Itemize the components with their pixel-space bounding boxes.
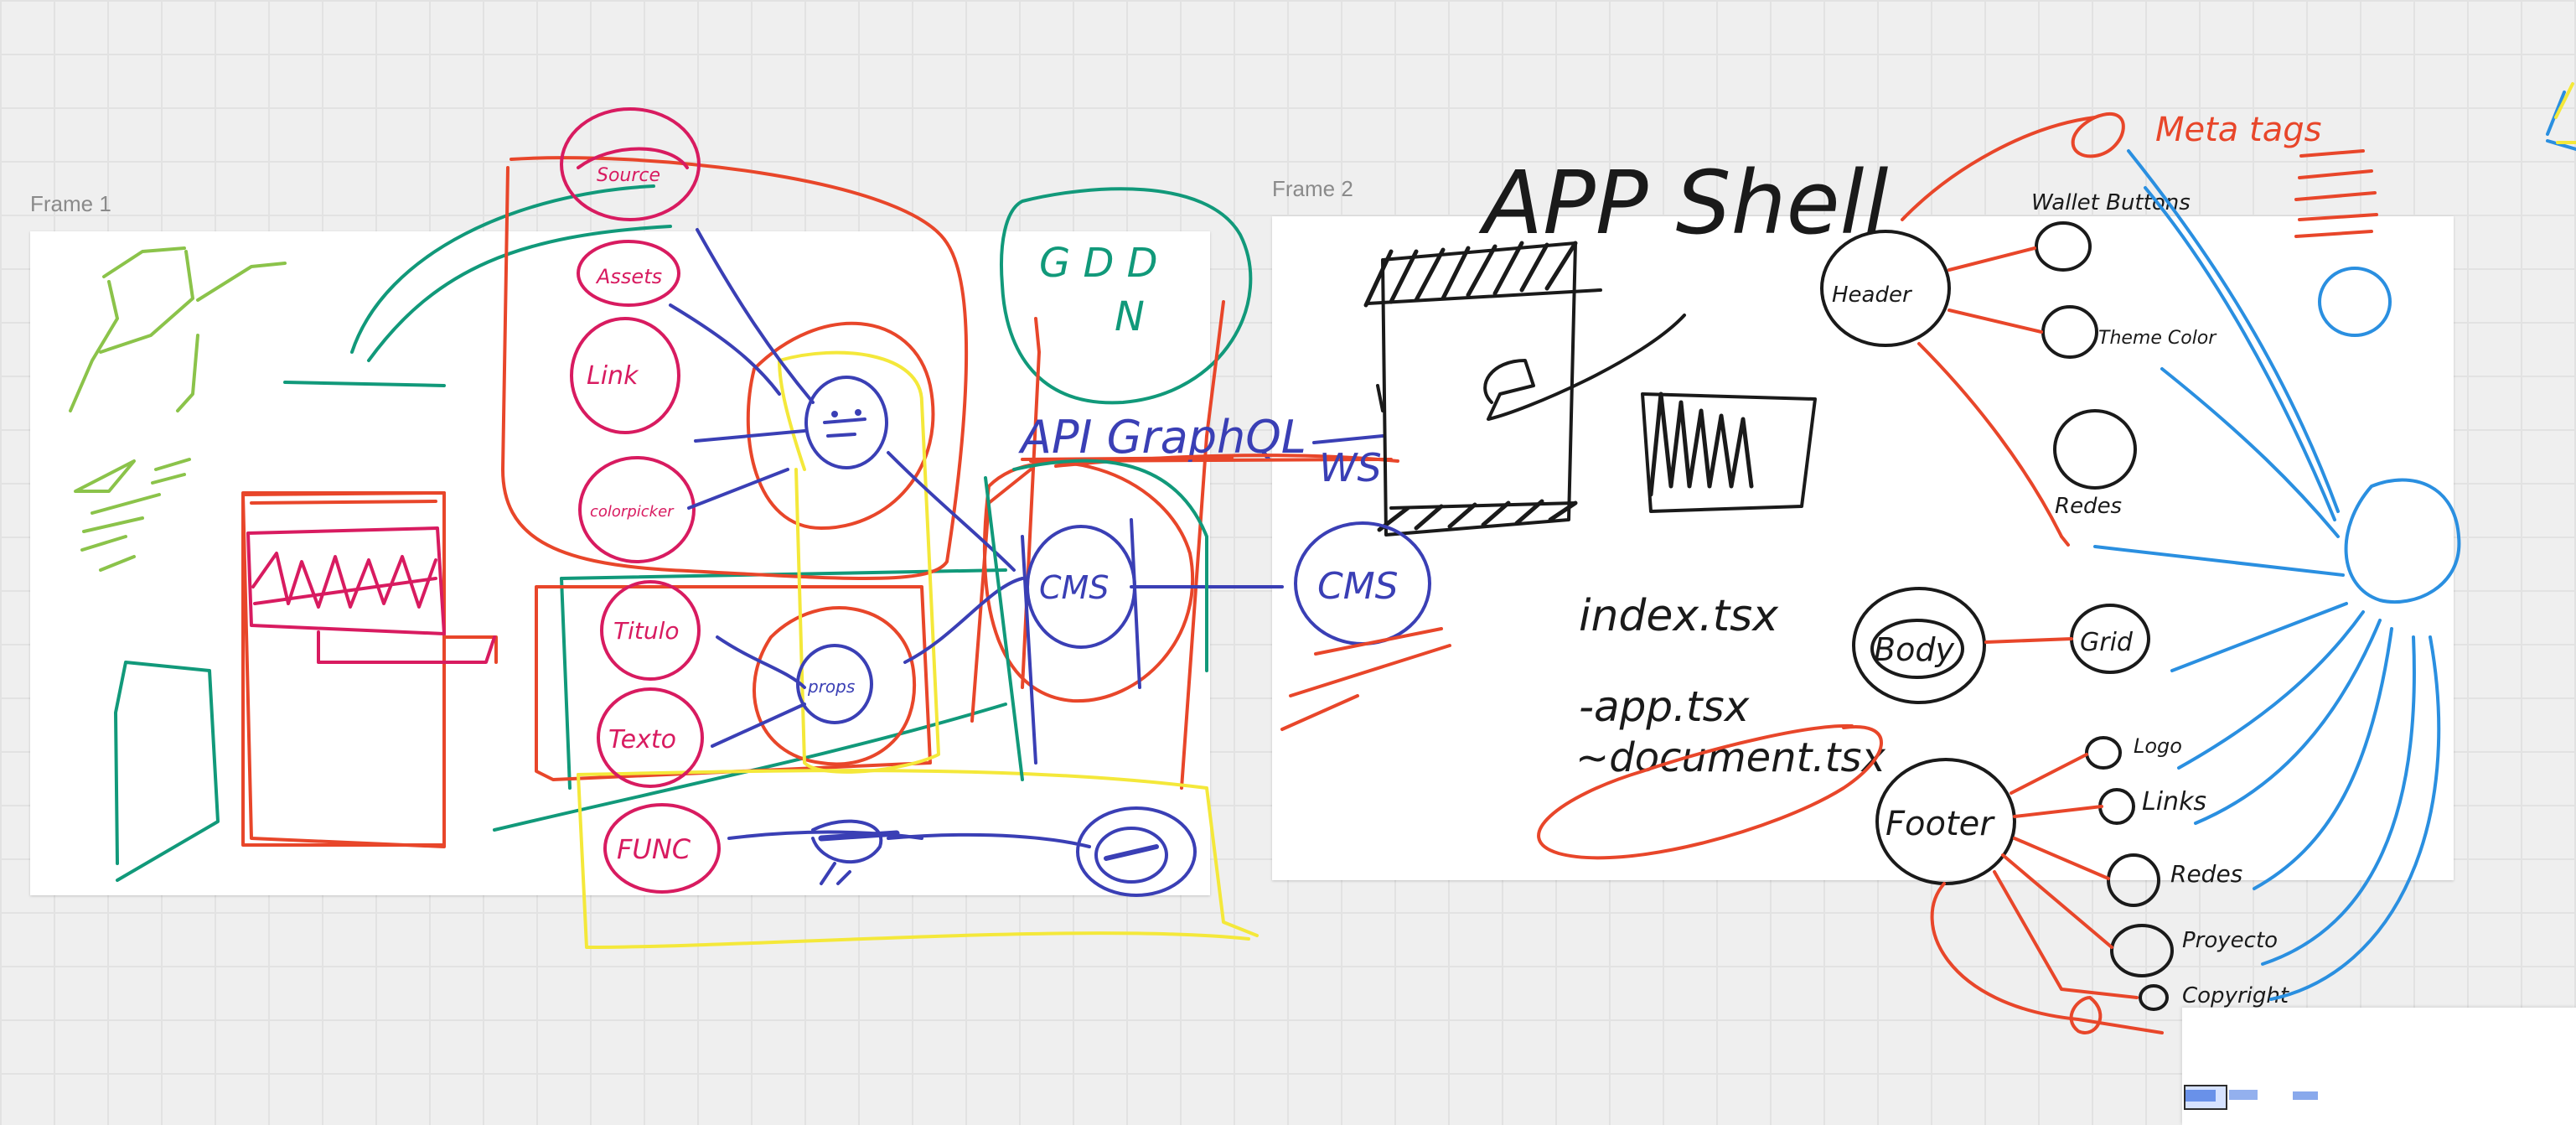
file-document-text: ~document.tsx <box>1575 734 1885 781</box>
grid-node-text: Grid <box>2080 628 2134 657</box>
red-container-strokes <box>241 156 1393 848</box>
lime-flow-sketch <box>69 246 287 572</box>
gdd-n-text: N <box>1115 293 1145 340</box>
node-texto-text: Texto <box>608 725 676 754</box>
body-node: Body <box>1852 587 1986 704</box>
grid-node: Grid <box>2070 604 2150 674</box>
meta-tags-group: Meta tags <box>2155 111 2378 238</box>
footer-redes-text: Redes <box>2170 860 2242 888</box>
footer-proyecto-text: Proyecto <box>2182 928 2278 953</box>
redes-header-text: Redes <box>2055 494 2122 519</box>
gdd-cloud: G D D N <box>1000 187 1253 405</box>
header-children: Wallet Buttons Theme Color Redes <box>2031 190 2217 519</box>
prop-small-node: props <box>796 644 873 724</box>
footer-node-text: Footer <box>1885 805 1995 843</box>
minimap-panel[interactable] <box>2182 1008 2576 1125</box>
footer-children: Logo Links Redes Proyecto Copyright <box>2085 734 2289 1011</box>
footer-node: Footer <box>1875 758 2016 885</box>
yellow-strokes <box>577 350 1259 949</box>
footer-logo-text: Logo <box>2134 734 2182 758</box>
sky-blue-connectors <box>2093 91 2576 1001</box>
footer-links-text: Links <box>2142 787 2206 817</box>
cms-frame2-text: CMS <box>1317 565 1399 608</box>
node-props-text: props <box>807 677 855 697</box>
node-titulo-text: Titulo <box>613 617 680 645</box>
yellow-edge-stroke <box>2554 82 2576 144</box>
footer-copyright-text: Copyright <box>2182 983 2289 1008</box>
header-preview-rect <box>1641 391 1817 513</box>
header-node: Header <box>1820 230 1951 347</box>
blue-connections <box>669 228 1284 848</box>
frame-2-label[interactable]: Frame 2 <box>1272 176 1353 201</box>
file-list: index.tsx -app.tsx ~document.tsx <box>1537 591 1885 860</box>
pink-nodes: Source Assets Link colorpicker Titulo Te… <box>560 107 721 894</box>
node-colorpicker-text: colorpicker <box>590 503 675 521</box>
frame-2[interactable] <box>1272 216 2454 880</box>
scribbled-box <box>241 491 496 847</box>
node-link-text: Link <box>587 361 639 391</box>
gdd-text: G D D <box>1039 240 1158 287</box>
frame-1-label[interactable]: Frame 1 <box>30 191 111 216</box>
body-node-text: Body <box>1874 631 1954 668</box>
meta-tags-text: Meta tags <box>2155 111 2321 149</box>
minimap-thumbnails <box>2185 1090 2318 1102</box>
theme-color-text: Theme Color <box>2098 328 2217 349</box>
file-index-text: index.tsx <box>1579 591 1779 641</box>
api-label-group: API GraphQL WS <box>1018 411 1399 490</box>
app-shell-square <box>1363 241 1686 537</box>
node-func-text: FUNC <box>617 833 691 865</box>
node-assets-text: Assets <box>595 265 662 288</box>
app-shell-title: APP Shell <box>1478 152 1888 254</box>
file-app-text: -app.tsx <box>1579 682 1750 731</box>
cms-node-frame1: CMS <box>1021 518 1141 765</box>
teal-right <box>984 459 1208 781</box>
node-source-text: Source <box>597 165 660 186</box>
node-cms-text: CMS <box>1039 569 1109 606</box>
header-node-text: Header <box>1832 283 1913 308</box>
cms-node-frame2: CMS <box>1280 521 1451 731</box>
func-scribble <box>811 806 1197 897</box>
props-node <box>804 376 888 469</box>
ws-text: WS <box>1319 445 1382 490</box>
red-connectors-frame2 <box>1901 111 2164 1034</box>
